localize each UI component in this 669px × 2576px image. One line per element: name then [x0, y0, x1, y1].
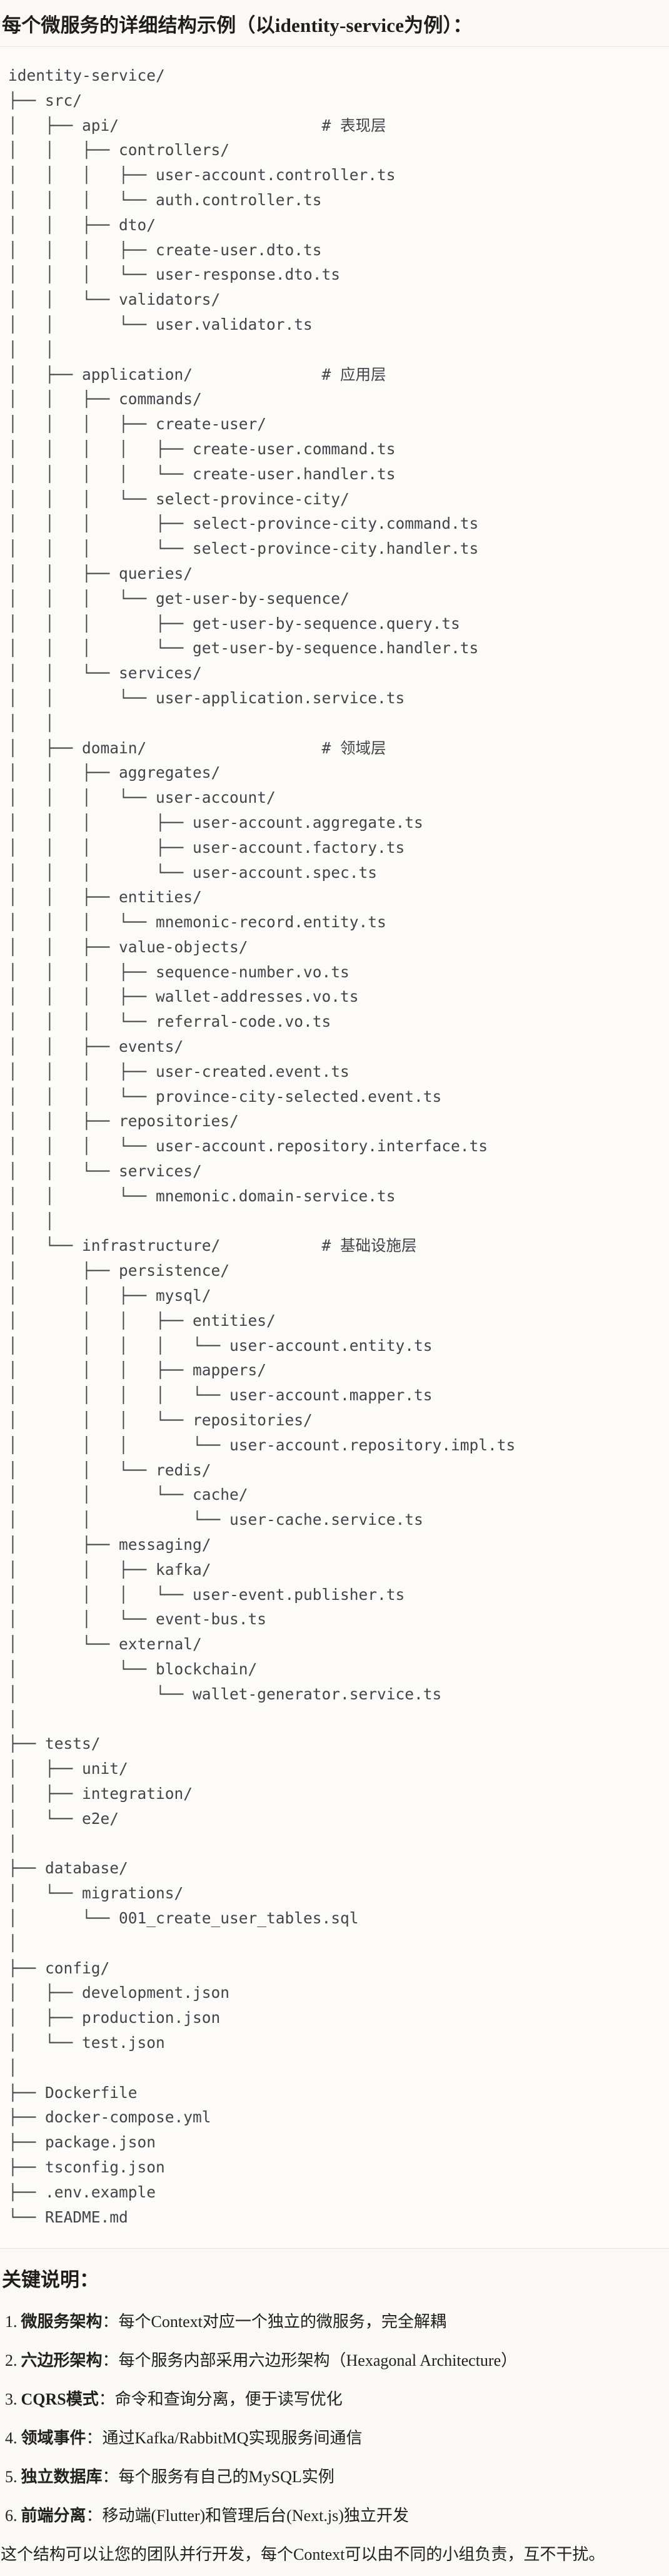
note-label: 六边形架构 — [21, 2351, 103, 2370]
note-text: ：每个Context对应一个独立的微服务，完全解耦 — [102, 2313, 446, 2331]
note-number: 4. — [5, 2429, 18, 2448]
directory-tree: identity-service/ ├── src/ │ ├── api/ # … — [8, 66, 516, 2226]
note-text: ：命令和查询分离，便于读写优化 — [98, 2390, 343, 2409]
note-text: ：移动端(Flutter)和管理后台(Next.js)独立开发 — [86, 2507, 409, 2525]
note-label: 微服务架构 — [21, 2313, 103, 2331]
note-number: 1. — [5, 2313, 18, 2331]
note-item: 4.领域事件：通过Kafka/RabbitMQ实现服务间通信 — [5, 2426, 669, 2450]
note-text: ：每个服务有自己的MySQL实例 — [102, 2468, 334, 2487]
note-label: CQRS模式 — [21, 2390, 99, 2409]
note-label: 独立数据库 — [21, 2468, 103, 2487]
note-label: 前端分离 — [21, 2507, 86, 2525]
note-number: 6. — [5, 2507, 18, 2525]
directory-tree-code-block: identity-service/ ├── src/ │ ├── api/ # … — [0, 46, 669, 2249]
notes-title: 关键说明： — [2, 2269, 99, 2291]
page-title: 每个微服务的详细结构示例（以identity-service为例）： — [2, 14, 473, 36]
note-number: 5. — [5, 2468, 18, 2487]
note-item: 1.微服务架构：每个Context对应一个独立的微服务，完全解耦 — [5, 2310, 669, 2334]
note-item: 3.CQRS模式：命令和查询分离，便于读写优化 — [5, 2388, 669, 2411]
note-label: 领域事件 — [21, 2429, 86, 2448]
note-number: 2. — [5, 2351, 18, 2370]
note-text: ：通过Kafka/RabbitMQ实现服务间通信 — [86, 2429, 363, 2448]
note-text: ：每个服务内部采用六边形架构（Hexagonal Architecture） — [102, 2351, 518, 2370]
note-item: 5.独立数据库：每个服务有自己的MySQL实例 — [5, 2465, 669, 2489]
note-item: 2.六边形架构：每个服务内部采用六边形架构（Hexagonal Architec… — [5, 2349, 669, 2373]
closing-paragraph: 这个结构可以让您的团队并行开发，每个Context可以由不同的小组负责，互不干扰… — [1, 2545, 605, 2564]
note-number: 3. — [5, 2390, 18, 2409]
note-item: 6.前端分离：移动端(Flutter)和管理后台(Next.js)独立开发 — [5, 2504, 669, 2528]
